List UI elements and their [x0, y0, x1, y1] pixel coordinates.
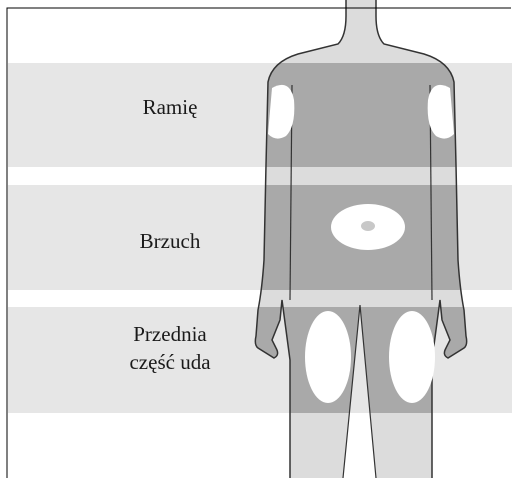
right-thigh-injection-site-icon	[389, 311, 435, 403]
thigh-zone-label-line-1: Przednia	[70, 320, 270, 348]
thigh-zone-label: Przednia część uda	[70, 320, 270, 376]
belly-zone-label-text: Brzuch	[70, 227, 270, 255]
arm-zone-label: Ramię	[70, 93, 270, 121]
thigh-zone-label-line-2: część uda	[70, 348, 270, 376]
arm-zone-label-text: Ramię	[70, 93, 270, 121]
belly-zone-label: Brzuch	[70, 227, 270, 255]
left-thigh-injection-site-icon	[305, 311, 351, 403]
navel-icon	[361, 221, 375, 231]
